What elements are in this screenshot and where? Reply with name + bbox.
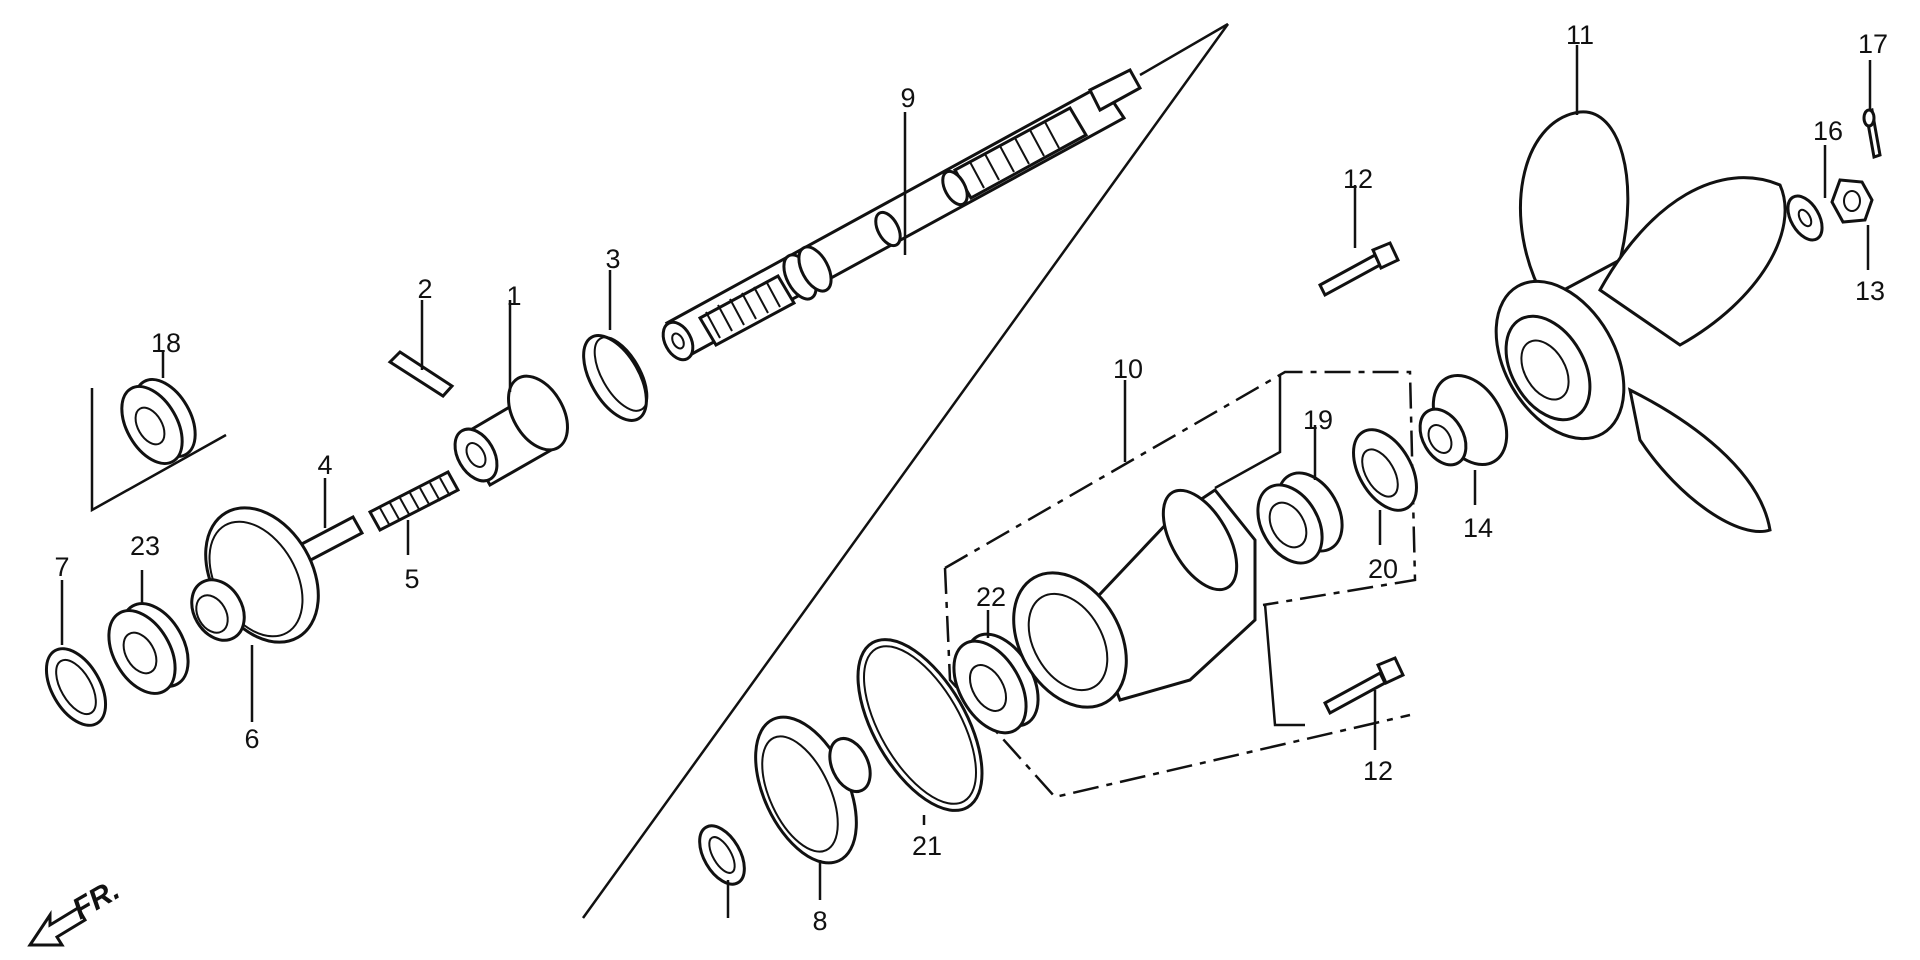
clip-ring [582,334,649,422]
callout-13: 13 [1855,276,1885,306]
callout-16: 16 [1813,116,1843,146]
shim-washer-small [698,824,746,886]
callout-14: 14 [1463,513,1493,543]
callout-2: 2 [417,274,432,304]
cotter-pin [1862,108,1882,159]
reverse-bevel-gear [754,715,872,865]
callout-11: 11 [1566,20,1594,50]
o-ring [856,638,984,812]
callout-21: 21 [912,831,942,861]
callout-12-lower: 12 [1363,756,1393,786]
leader-lines [60,45,1872,918]
pin-2 [387,350,455,398]
front-direction-indicator: FR. [27,873,125,947]
forward-gear [190,506,320,644]
callout-7: 7 [54,552,69,582]
bolt-upper [1318,241,1400,298]
ball-bearing-22 [952,632,1040,735]
bolt-lower [1323,656,1405,716]
callout-3: 3 [605,244,620,274]
ball-bearing-23 [107,602,190,695]
plain-washer [1786,194,1824,242]
shim-washer-7 [44,647,108,727]
oil-seal [1352,428,1418,512]
callout-18: 18 [151,328,181,358]
propeller-shaft [661,68,1143,362]
callout-1: 1 [506,281,521,311]
callout-22: 22 [976,582,1006,612]
callout-4: 4 [317,450,332,480]
callout-8: 8 [812,906,827,936]
thrust-washer [1418,373,1509,467]
propeller [1494,110,1787,533]
callout-20: 20 [1368,554,1398,584]
callout-23: 23 [130,531,160,561]
callout-19: 19 [1303,405,1333,435]
callout-labels: 1 2 3 4 5 6 7 8 9 10 11 12 12 13 14 16 1… [54,20,1888,936]
ball-bearing-18 [120,378,197,465]
callout-10: 10 [1113,354,1143,384]
callout-12-upper: 12 [1343,164,1373,194]
bearing-18-bracket [90,388,227,513]
bearing-holder [1012,487,1257,709]
castle-nut [1830,178,1874,224]
spring [367,470,461,532]
shift-dog-clutch [453,374,569,488]
front-arrow-icon [27,905,88,947]
callout-5: 5 [404,564,419,594]
assembly-10-boundary [943,370,1417,799]
needle-bearing [1256,471,1344,565]
callout-17: 17 [1858,29,1888,59]
callout-6: 6 [244,724,259,754]
section-triangle [581,22,1230,919]
callout-9: 9 [900,83,915,113]
